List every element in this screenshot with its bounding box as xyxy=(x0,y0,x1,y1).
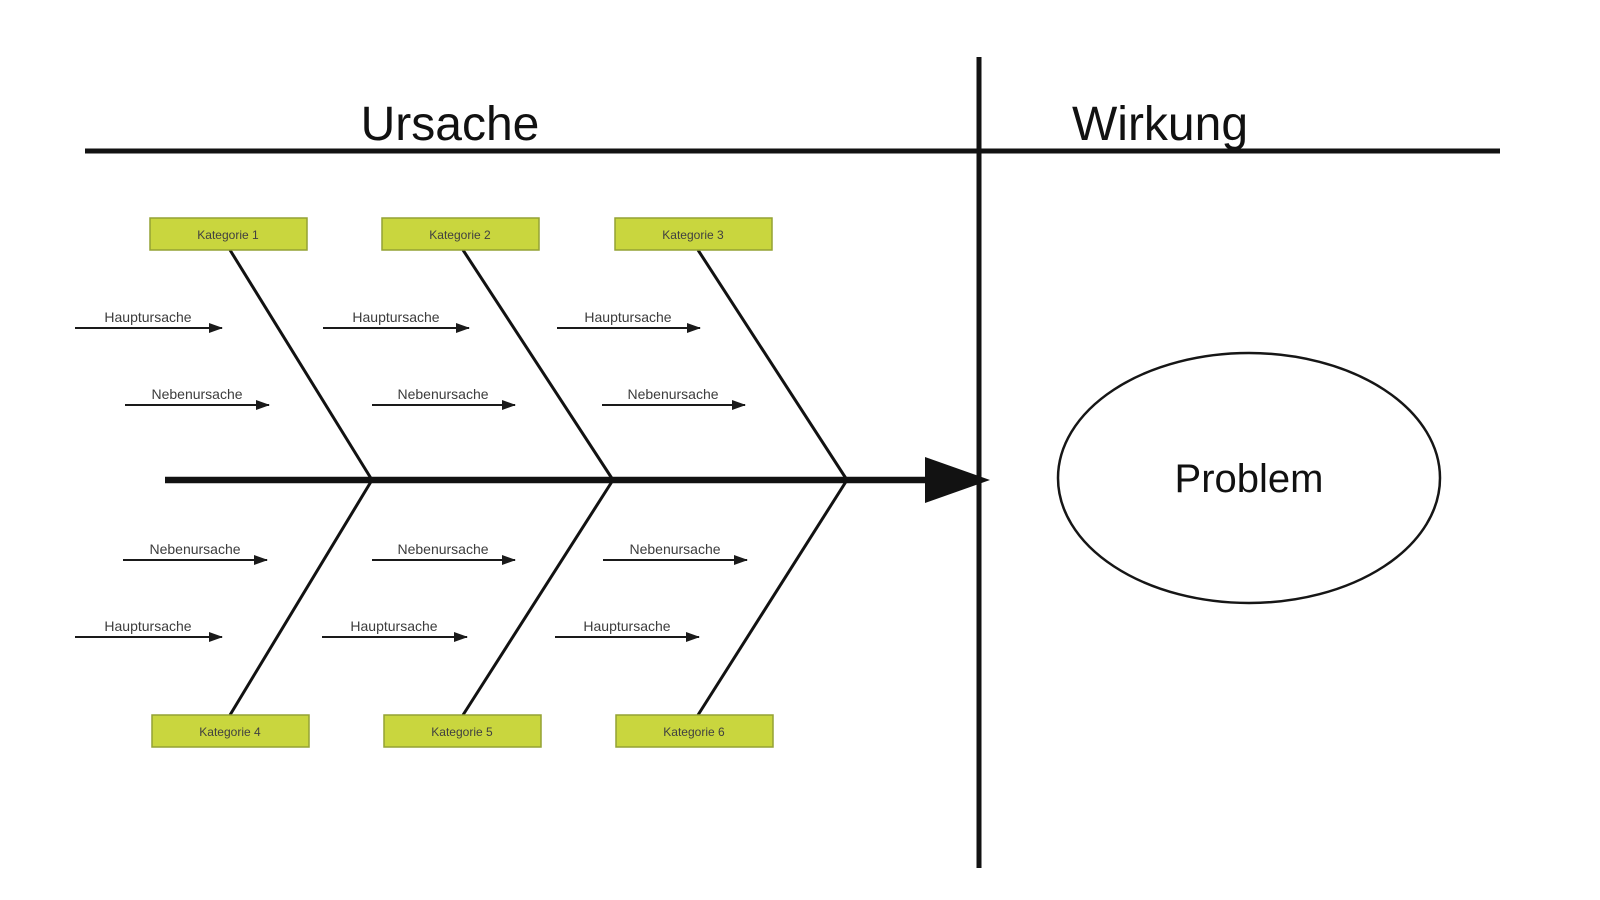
rib-line-category-4 xyxy=(228,479,374,716)
main-cause-arrow-bottom-1: Hauptursache xyxy=(75,618,223,642)
rib-line-category-6 xyxy=(696,479,849,716)
cause-section-title: Ursache xyxy=(361,98,540,151)
category-box-3-rect xyxy=(614,217,773,251)
main-cause-label: Hauptursache xyxy=(352,309,439,325)
category-box-3-label: Kategorie 3 xyxy=(662,228,724,242)
rib-line-category-2 xyxy=(461,249,615,481)
rib-line-category-3 xyxy=(696,249,849,481)
main-cause-label: Hauptursache xyxy=(350,618,437,634)
main-cause-arrow-top-2: Hauptursache xyxy=(323,309,470,333)
main-cause-arrow-bottom-2: Hauptursache xyxy=(322,618,468,642)
category-box-6: Kategorie 6 xyxy=(615,714,774,748)
category-box-6-label: Kategorie 6 xyxy=(663,725,725,739)
category-box-5: Kategorie 5 xyxy=(383,714,542,748)
main-cause-arrow-top-1: Hauptursache xyxy=(75,309,223,333)
secondary-cause-label: Nebenursache xyxy=(627,386,718,402)
main-cause-label: Hauptursache xyxy=(104,618,191,634)
effect-label: Problem xyxy=(1175,457,1324,501)
category-box-1-label: Kategorie 1 xyxy=(197,228,259,242)
rib-line-category-1 xyxy=(228,249,374,481)
secondary-cause-arrow-top-3: Nebenursache xyxy=(602,386,746,410)
category-box-4-rect xyxy=(151,714,310,748)
category-box-2: Kategorie 2 xyxy=(381,217,540,251)
category-box-2-rect xyxy=(381,217,540,251)
effect-section-title: Wirkung xyxy=(1072,98,1248,151)
category-box-1: Kategorie 1 xyxy=(149,217,308,251)
category-box-1-rect xyxy=(149,217,308,251)
secondary-cause-arrow-bottom-2: Nebenursache xyxy=(372,541,516,565)
main-cause-label: Hauptursache xyxy=(583,618,670,634)
secondary-cause-arrow-bottom-3: Nebenursache xyxy=(603,541,748,565)
secondary-cause-label: Nebenursache xyxy=(397,541,488,557)
effect-ellipse xyxy=(1056,351,1442,605)
main-cause-label: Hauptursache xyxy=(584,309,671,325)
secondary-cause-arrow-bottom-1: Nebenursache xyxy=(123,541,268,565)
secondary-cause-label: Nebenursache xyxy=(149,541,240,557)
rib-line-category-5 xyxy=(461,479,615,716)
secondary-cause-arrow-top-1: Nebenursache xyxy=(125,386,270,410)
category-box-6-rect xyxy=(615,714,774,748)
category-box-5-rect xyxy=(383,714,542,748)
secondary-cause-arrow-top-2: Nebenursache xyxy=(372,386,516,410)
category-box-4: Kategorie 4 xyxy=(151,714,310,748)
spine-arrowhead-icon xyxy=(925,457,990,503)
category-box-2-label: Kategorie 2 xyxy=(429,228,491,242)
category-box-4-label: Kategorie 4 xyxy=(199,725,261,739)
main-cause-arrow-top-3: Hauptursache xyxy=(557,309,701,333)
main-cause-arrow-bottom-3: Hauptursache xyxy=(555,618,700,642)
category-box-3: Kategorie 3 xyxy=(614,217,773,251)
effect-node: Problem xyxy=(1056,351,1442,605)
secondary-cause-label: Nebenursache xyxy=(151,386,242,402)
main-cause-label: Hauptursache xyxy=(104,309,191,325)
secondary-cause-label: Nebenursache xyxy=(629,541,720,557)
secondary-cause-label: Nebenursache xyxy=(397,386,488,402)
category-box-5-label: Kategorie 5 xyxy=(431,725,493,739)
